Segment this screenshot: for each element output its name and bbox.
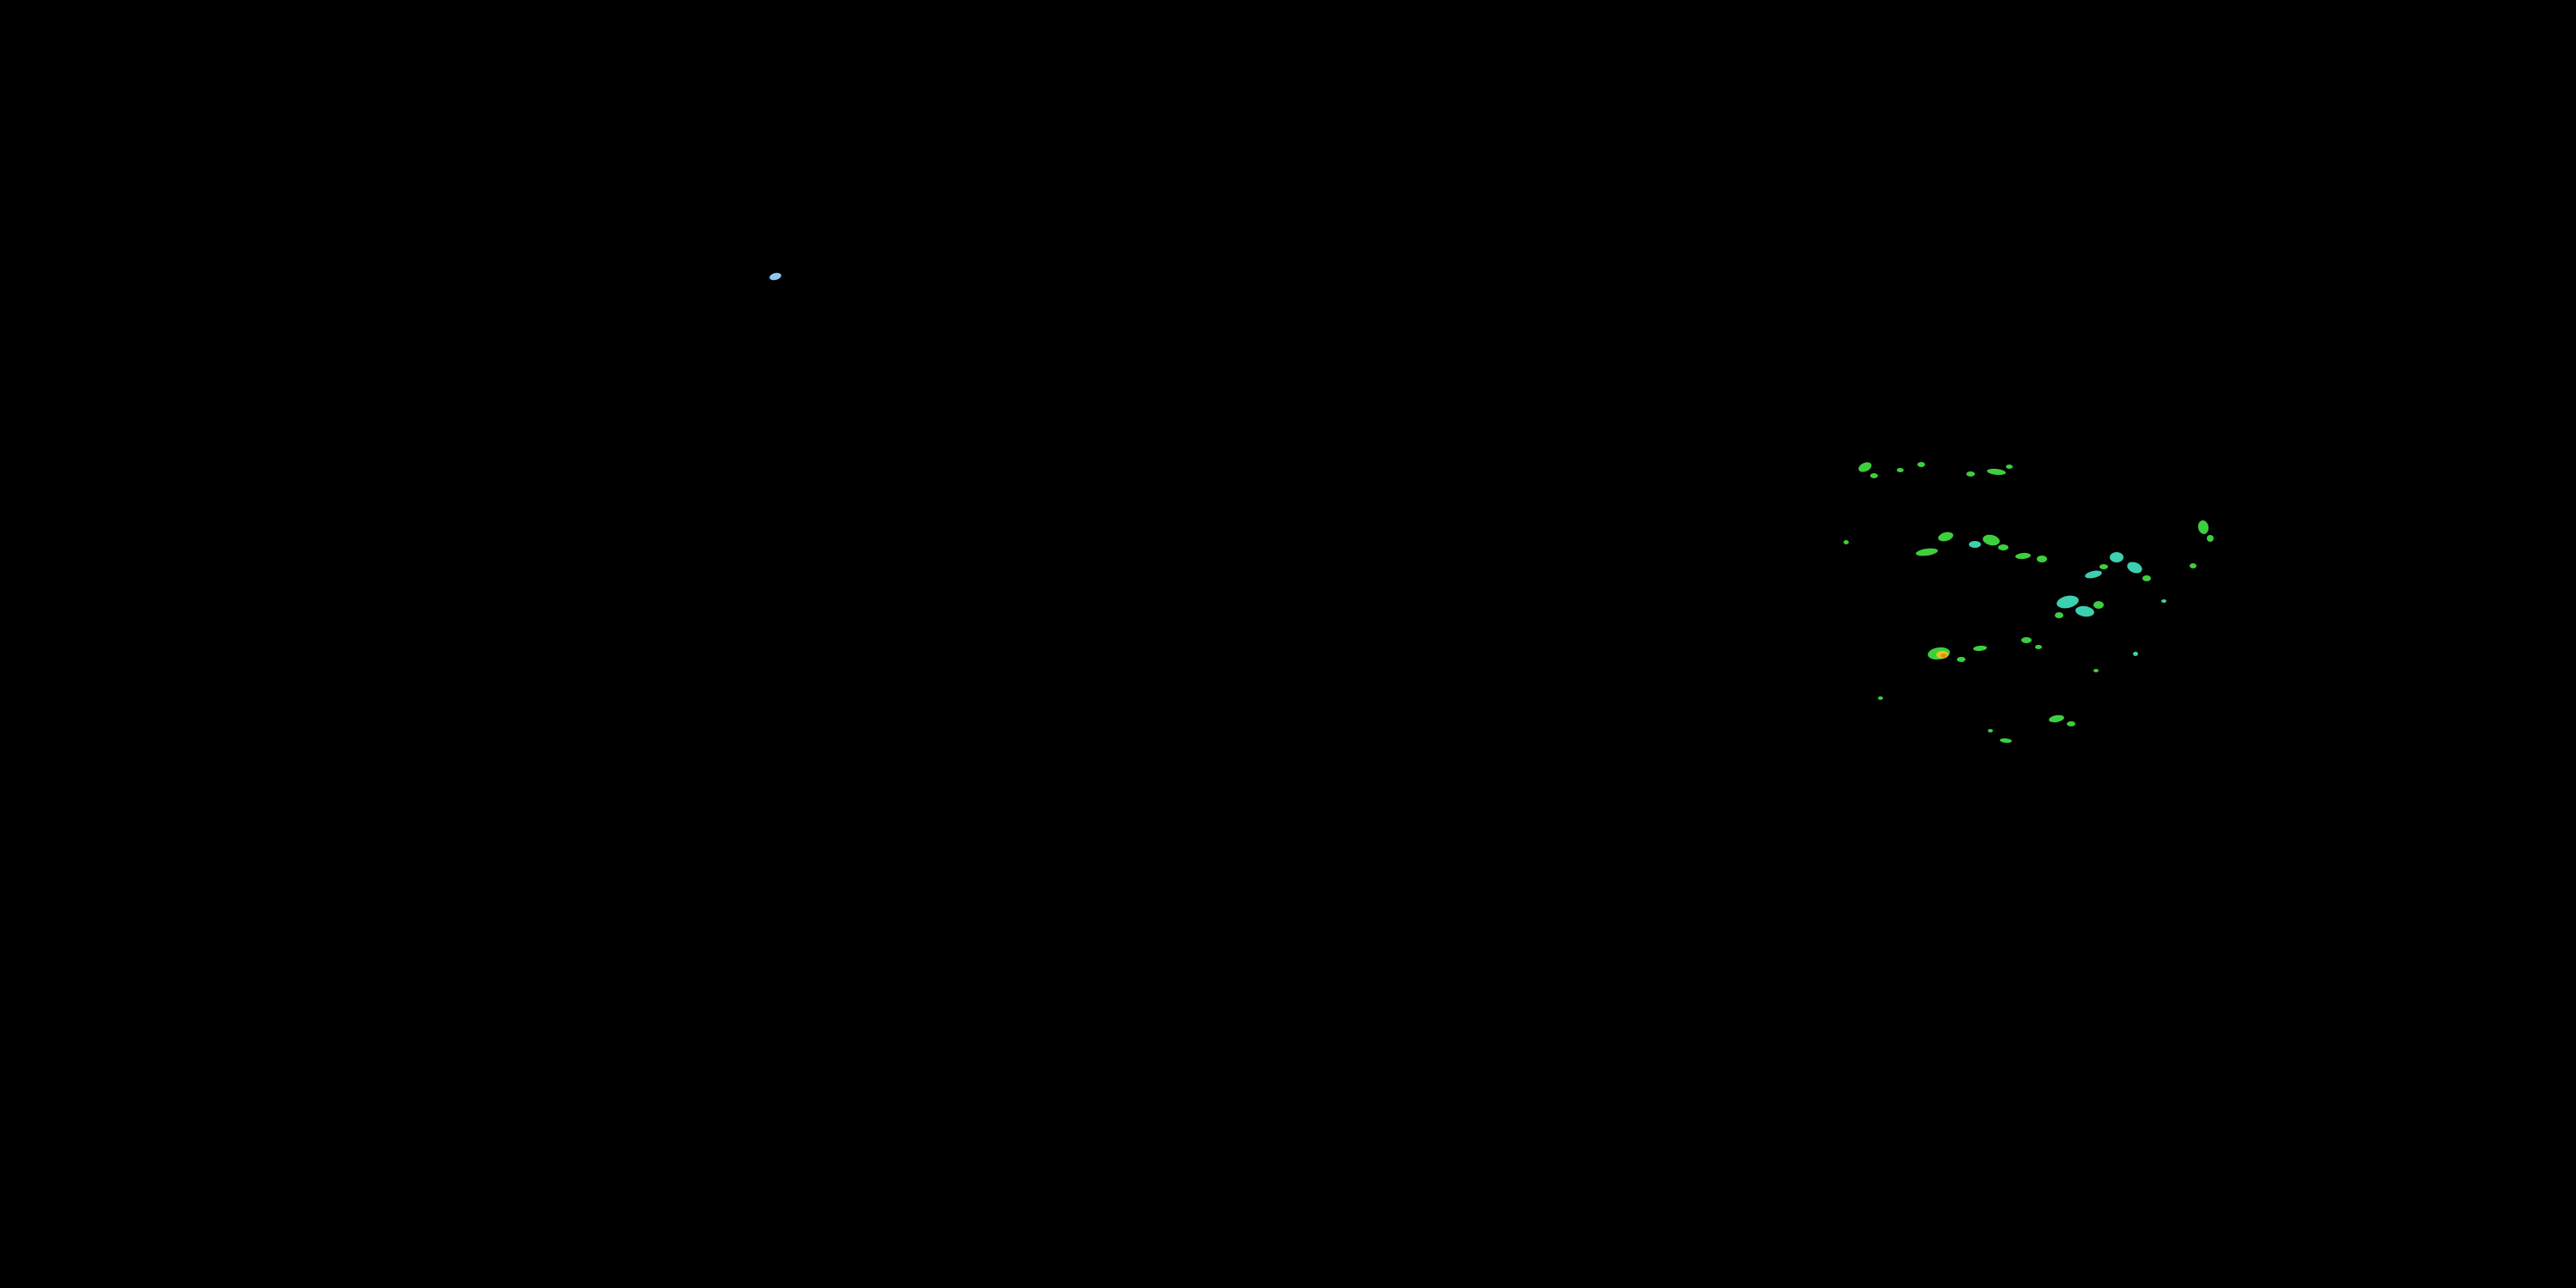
radar-echo bbox=[2055, 611, 2063, 618]
radar-echo bbox=[1969, 541, 1981, 548]
radar-echo bbox=[2006, 464, 2013, 469]
radar-echo bbox=[2099, 564, 2108, 569]
radar-echo bbox=[2014, 551, 2032, 560]
radar-echo bbox=[2161, 599, 2166, 603]
radar-echo bbox=[1972, 645, 1988, 652]
radar-echo bbox=[2075, 605, 2095, 618]
radar-echo bbox=[1937, 530, 1954, 544]
radar-echo bbox=[1869, 473, 1878, 478]
radar-echo bbox=[1957, 657, 1965, 662]
radar-echo bbox=[2048, 714, 2065, 724]
radar-echo bbox=[2067, 721, 2075, 726]
radar-echo bbox=[1856, 460, 1874, 474]
radar-echo bbox=[2207, 535, 2214, 542]
radar-echo bbox=[1966, 471, 1975, 477]
radar-echo bbox=[1986, 467, 2007, 476]
radar-echo bbox=[2110, 552, 2123, 562]
radar-echo bbox=[1915, 547, 1939, 557]
radar-echo bbox=[2084, 569, 2103, 580]
radar-echo bbox=[1917, 462, 1925, 467]
radar-echo bbox=[1844, 539, 1849, 544]
radar-echo bbox=[1878, 696, 1883, 700]
radar-echo bbox=[1897, 467, 1904, 472]
radar-echo bbox=[2035, 644, 2042, 649]
radar-echo bbox=[2021, 636, 2032, 643]
radar-echo bbox=[2190, 563, 2196, 568]
radar-echo bbox=[2196, 519, 2210, 535]
radar-echo bbox=[2125, 560, 2144, 575]
radar-echo bbox=[1998, 544, 2008, 550]
radar-echo bbox=[2037, 556, 2047, 562]
radar-echo bbox=[769, 271, 782, 282]
radar-echo bbox=[2133, 651, 2138, 656]
radar-echo bbox=[1940, 653, 1947, 658]
radar-echo bbox=[2093, 669, 2099, 672]
radar-echo bbox=[1999, 737, 2013, 744]
radar-echo bbox=[2093, 600, 2104, 609]
radar-echo bbox=[2142, 574, 2151, 581]
radar-echo bbox=[1988, 729, 1993, 732]
